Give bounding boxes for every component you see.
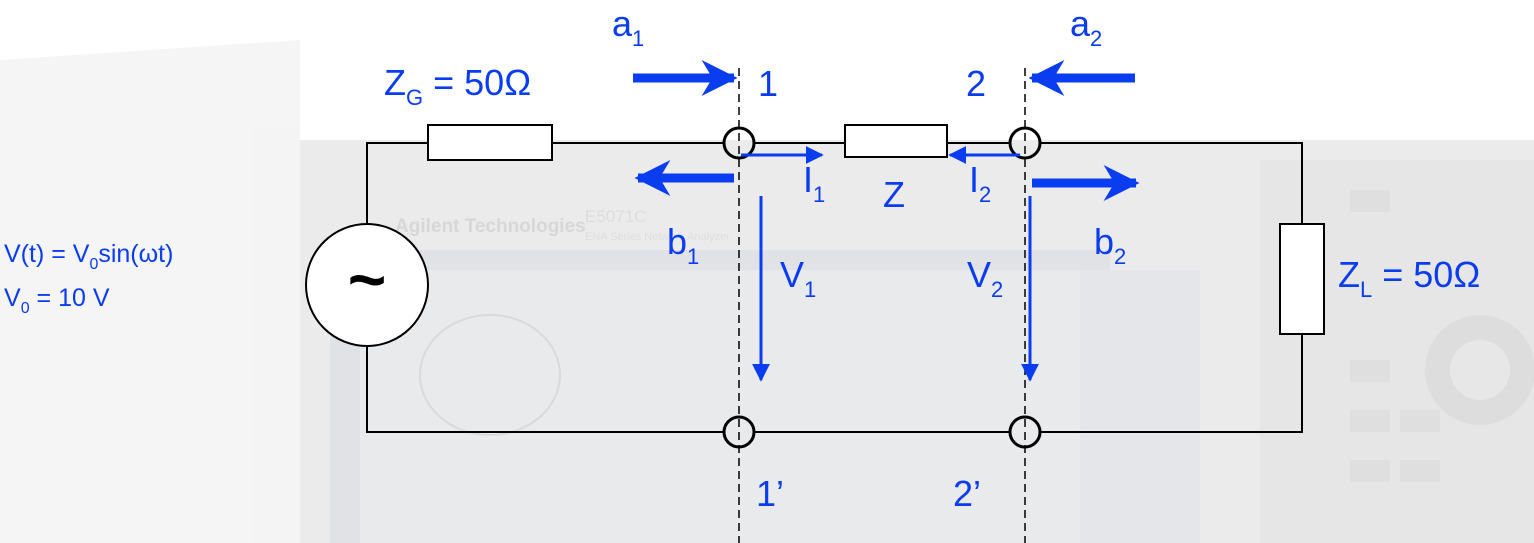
b2-label: b2 bbox=[1094, 221, 1126, 269]
circuit-wires bbox=[366, 142, 1303, 433]
generator-impedance-label: ZG = 50Ω bbox=[384, 62, 531, 110]
i2-label: I2 bbox=[969, 159, 991, 207]
port2-label: 2 bbox=[966, 63, 986, 104]
b1-label: b1 bbox=[667, 221, 699, 269]
instrument-series: ENA Series Network Analyzer bbox=[585, 231, 730, 243]
port1-prime-label: 1’ bbox=[756, 473, 784, 514]
source-equation-line1: V(t) = V0sin(ωt) bbox=[4, 240, 173, 273]
instrument-model: E5071C bbox=[585, 207, 646, 226]
a1-label: a1 bbox=[612, 3, 644, 51]
generator-impedance-resistor bbox=[427, 124, 553, 161]
load-impedance-resistor bbox=[1279, 223, 1325, 335]
i1-label: I1 bbox=[803, 159, 825, 207]
port1-terminal bbox=[722, 126, 756, 160]
port1-label: 1 bbox=[758, 63, 778, 104]
series-impedance-z bbox=[844, 124, 948, 158]
port2-prime-label: 2’ bbox=[953, 473, 981, 514]
instrument-brand: Agilent Technologies bbox=[395, 216, 586, 237]
a2-label: a2 bbox=[1070, 3, 1102, 51]
port2-prime-terminal bbox=[1008, 415, 1042, 449]
series-impedance-label: Z bbox=[883, 174, 905, 215]
v2-label: V2 bbox=[967, 254, 1003, 302]
port2-terminal bbox=[1008, 126, 1042, 160]
source-equation-line2: V0 = 10 V bbox=[4, 284, 110, 317]
port1-prime-terminal bbox=[722, 415, 756, 449]
load-impedance-label: ZL = 50Ω bbox=[1338, 254, 1480, 302]
ac-source: ~ bbox=[305, 223, 429, 347]
v1-label: V1 bbox=[780, 254, 816, 302]
ac-source-symbol: ~ bbox=[348, 242, 387, 316]
